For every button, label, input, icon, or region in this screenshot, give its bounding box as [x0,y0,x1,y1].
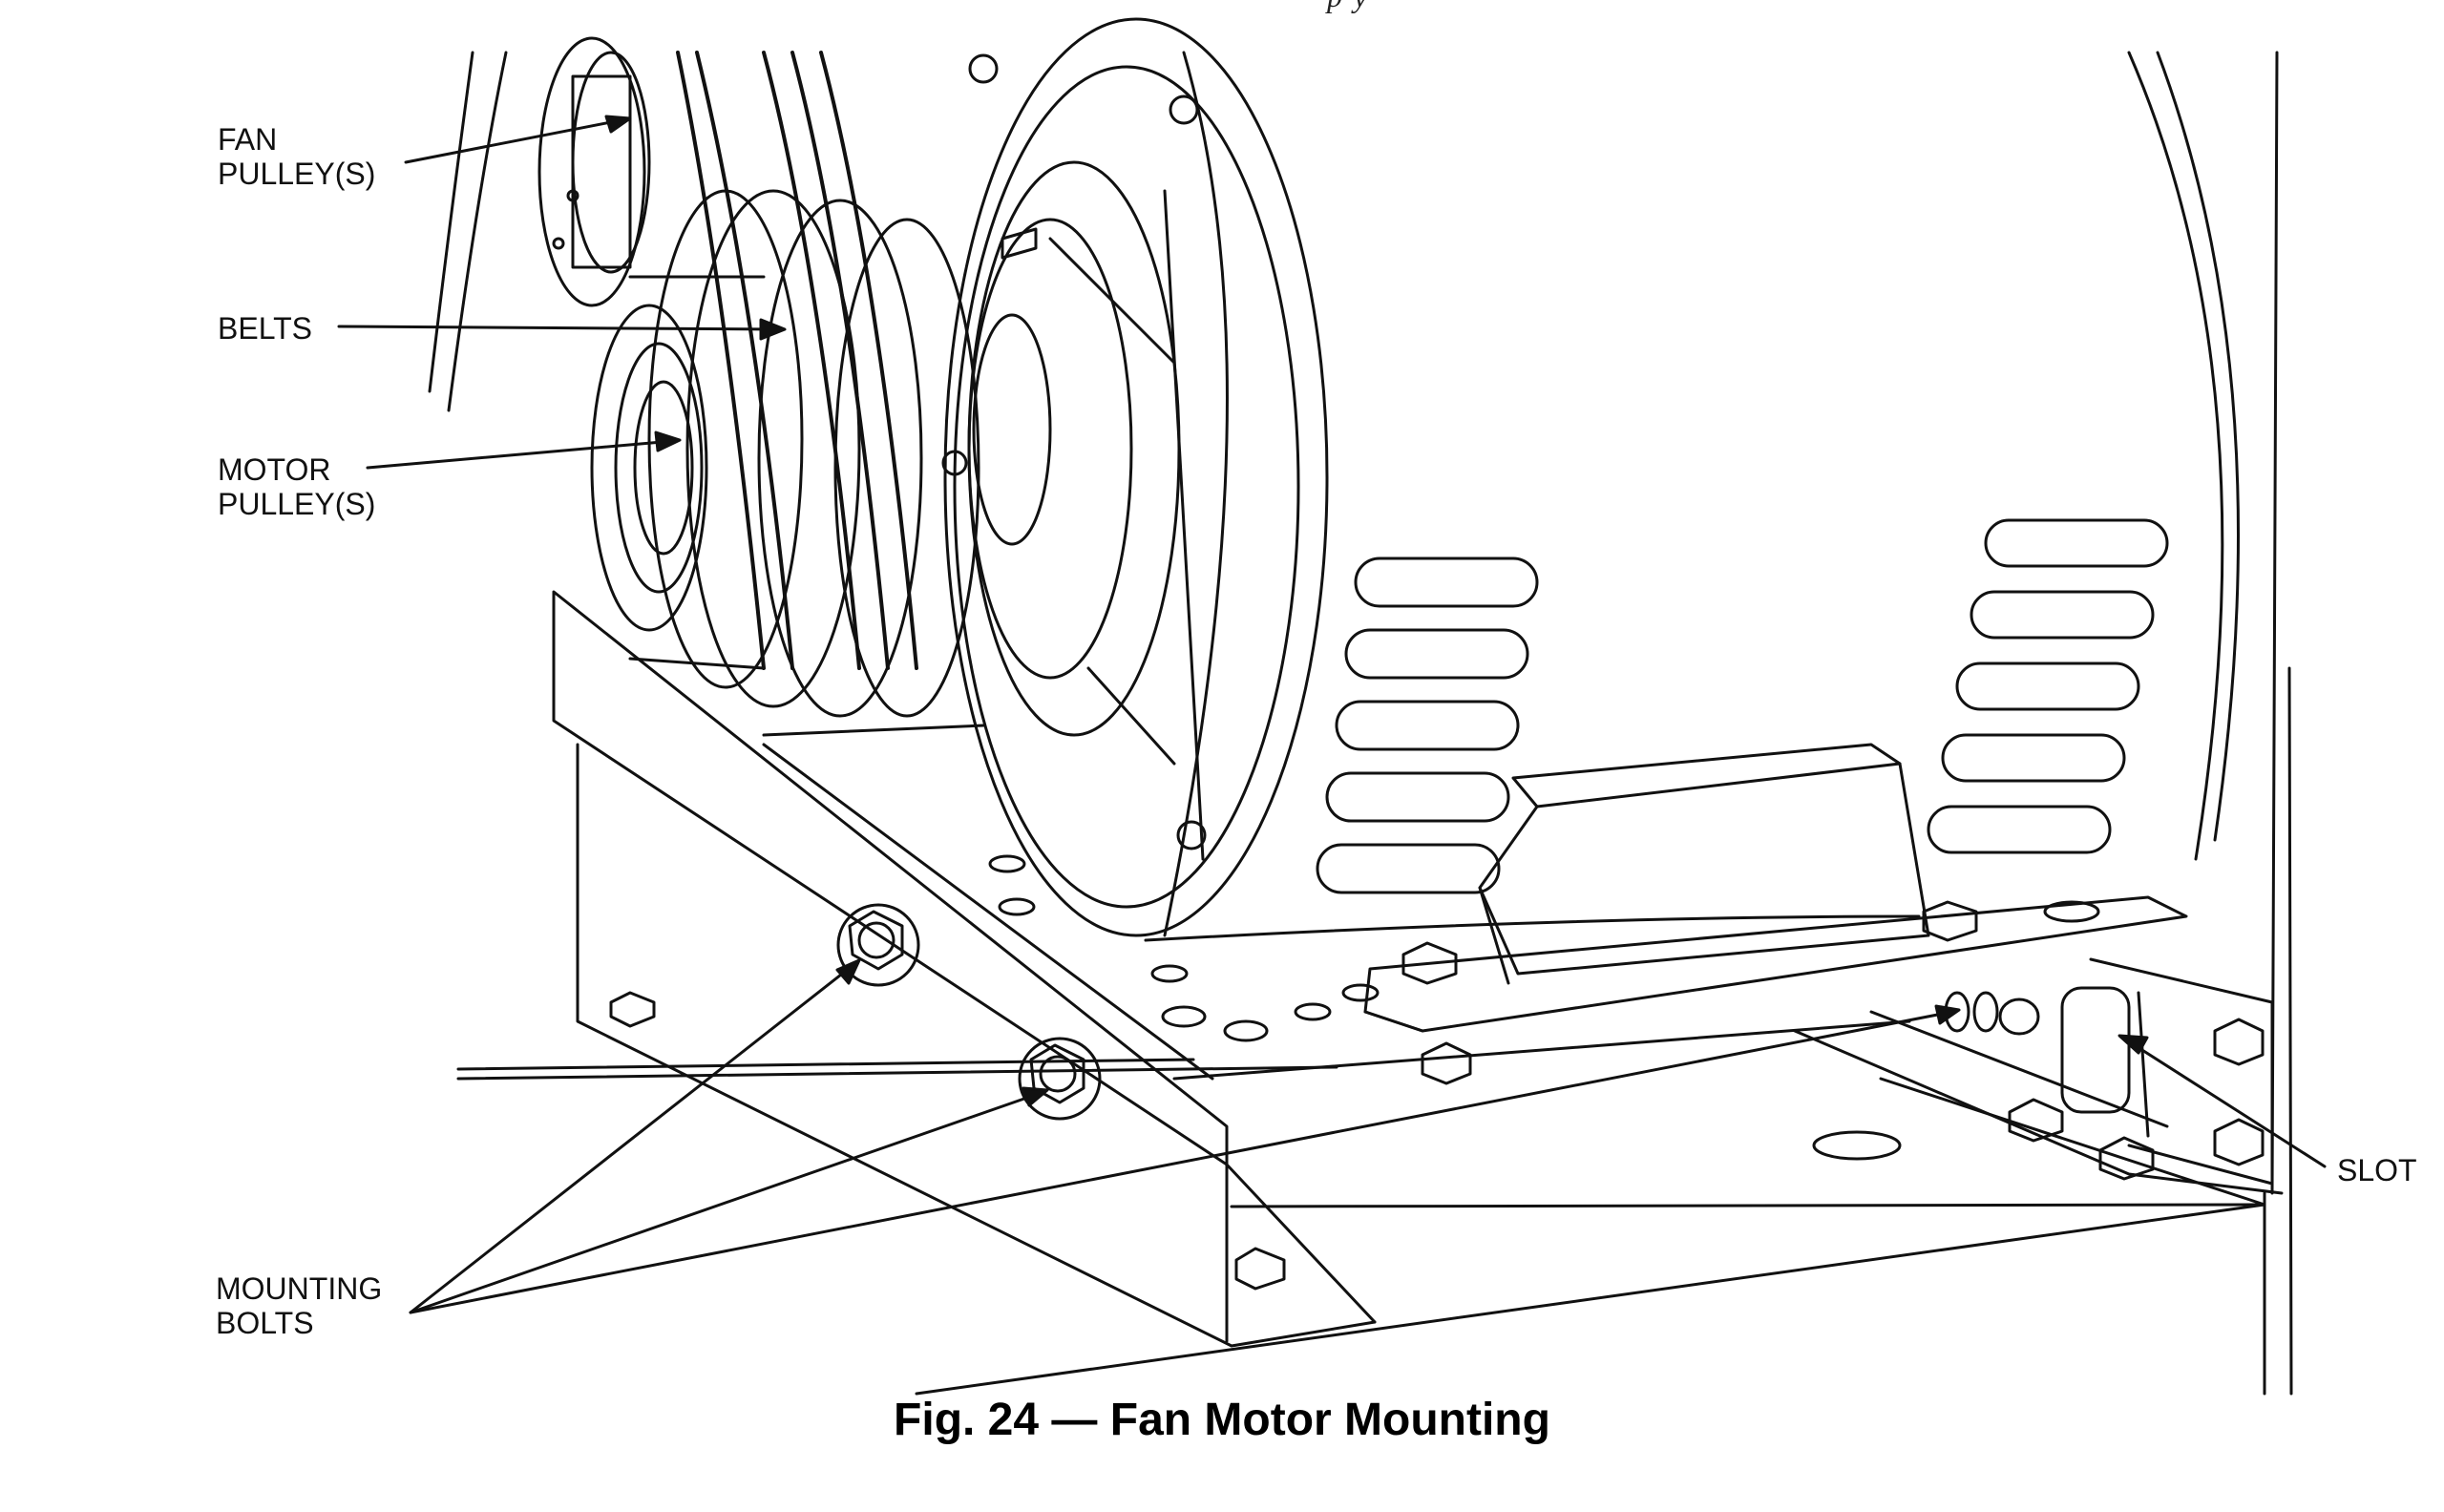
leader-bolts-lower [409,1091,1043,1314]
arrow-bolts-lower [1022,1086,1049,1107]
slotted-bracket [1944,957,2274,1186]
belts-label: BELTS [218,311,312,346]
bolt-foot-left [1401,941,1458,985]
bolt-frame-c [2008,1098,2064,1143]
fan-pulleys-label: FAN PULLEY(S) [218,122,376,191]
mounting-bolts-label: MOUNTING BOLTS [216,1271,383,1340]
leader-motor-pulleys [366,439,675,470]
leader-belts [337,325,780,331]
bolt-foot-right [1922,900,1978,942]
bolt-frame-a [609,991,656,1028]
arrow-fan-pulleys [604,115,632,134]
bolt-under-foot [1421,1041,1472,1085]
motor-end-bell [941,17,1329,937]
motor-pulley [590,189,980,718]
arrow-slot [2117,1034,2149,1055]
arrow-bolts-rail [1934,1004,1961,1025]
mounting-bolt-upper [836,903,920,987]
arrow-motor-pulleys [654,430,682,452]
bolt-frame-d [2098,1136,2155,1181]
bolt-frame-b [1234,1247,1286,1291]
figure-caption: Fig. 24 — Fan Motor Mounting [894,1395,1550,1445]
leader-fan-pulleys [404,117,627,164]
bolts [609,900,2265,1291]
bolt-bracket-a [2213,1018,2265,1066]
adjusting-bar [1363,895,2284,1195]
mounting-bolt-lower [1018,1037,1102,1121]
bolt-bracket-b [2213,1118,2265,1166]
belts [676,51,918,670]
leader-slot [2122,1037,2327,1168]
motor-vents-right [1927,518,2169,854]
motor-vents-left [1316,556,1539,894]
motor-base-plate [762,724,1911,1161]
mounting-rail [552,590,1377,1348]
arrow-belts [759,318,787,341]
motor-pulleys-label: MOTOR PULLEY(S) [218,452,376,521]
motor-foot [1478,743,1930,985]
leader-bolts-upper [409,962,856,1314]
slot-label: SLOT [2337,1153,2417,1187]
leader-lines [337,115,2327,1314]
page-header-fragment: p y [1327,0,1369,14]
arrow-bolts-upper [835,958,861,985]
leader-bolts-rail [409,1010,1954,1314]
fan-pulley [428,36,651,412]
motor-body [1144,51,2240,942]
unit-frame [456,51,2293,1396]
